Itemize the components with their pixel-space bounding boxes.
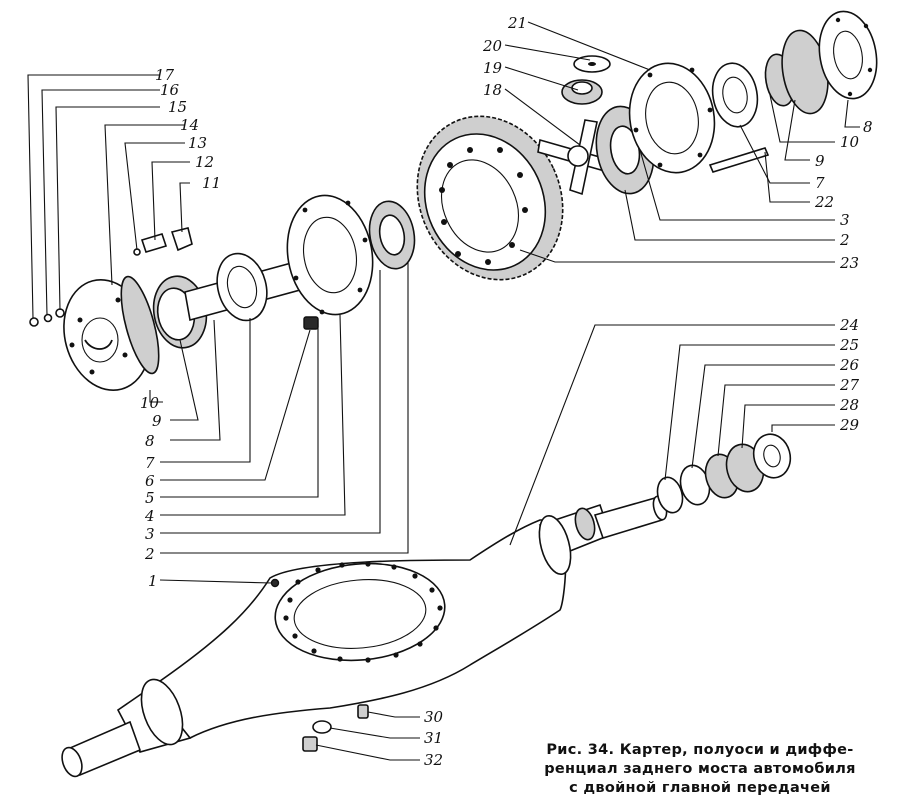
caption-line-2: ренциал заднего моста автомобиля <box>544 761 856 777</box>
callout-21: 21 <box>507 14 527 32</box>
callout-6: 6 <box>145 472 155 490</box>
callout-10-left: 10 <box>140 394 160 412</box>
callout-31: 31 <box>424 729 443 747</box>
left-pinion-gear <box>368 200 416 270</box>
left-flange <box>140 678 184 746</box>
pinion-satellite <box>561 79 603 105</box>
banjo-opening <box>293 579 427 649</box>
callout-27: 27 <box>839 376 860 394</box>
callout-9-right: 9 <box>815 152 825 170</box>
caption-line-1: Рис. 34. Картер, полуоси и диффе- <box>546 742 854 758</box>
spring-washer <box>55 308 65 318</box>
callout-24: 24 <box>839 316 859 334</box>
callout-18: 18 <box>483 81 502 99</box>
callout-7-right: 7 <box>815 174 825 192</box>
callout-11: 11 <box>202 174 221 192</box>
breather-fitting <box>357 704 369 719</box>
callout-2-left: 2 <box>144 545 155 563</box>
callout-numbers: 17 16 15 14 13 12 11 10 9 8 7 6 5 4 3 2 … <box>140 14 873 769</box>
nut <box>29 317 39 327</box>
callout-17: 17 <box>155 66 175 84</box>
leader-lines <box>27 21 860 761</box>
callout-25: 25 <box>839 336 859 354</box>
small-fitting <box>303 316 319 330</box>
right-bearing <box>711 62 759 128</box>
callout-32: 32 <box>424 751 443 769</box>
callout-7-left: 7 <box>145 454 155 472</box>
callout-13: 13 <box>188 134 207 152</box>
callout-3-right: 3 <box>840 211 850 229</box>
filler-plug <box>302 736 318 752</box>
callout-22: 22 <box>814 193 834 211</box>
callout-8-right: 8 <box>863 118 873 136</box>
callout-8-left: 8 <box>145 432 155 450</box>
left-diff-cup <box>63 275 160 391</box>
callout-28: 28 <box>839 396 859 414</box>
callout-5: 5 <box>145 489 155 507</box>
right-flange <box>538 514 572 576</box>
drain-plug <box>270 578 280 588</box>
callout-30: 30 <box>424 708 444 726</box>
callout-29: 29 <box>839 416 860 434</box>
callout-15: 15 <box>168 98 187 116</box>
callout-2-right: 2 <box>839 231 850 249</box>
plug-washer <box>312 720 332 734</box>
right-cover-flange <box>818 10 878 100</box>
callout-1: 1 <box>148 572 158 590</box>
callout-4: 4 <box>144 507 155 525</box>
callout-16: 16 <box>160 81 180 99</box>
hub-nut <box>752 433 792 479</box>
callout-23: 23 <box>839 254 859 272</box>
diff-case-half <box>628 62 716 174</box>
axle-housing <box>61 495 668 778</box>
callout-26: 26 <box>839 356 860 374</box>
washer <box>43 313 53 323</box>
caption-line-3: с двойной главной передачей <box>569 780 831 796</box>
banjo-bolt-holes <box>283 561 443 663</box>
callout-19: 19 <box>483 59 503 77</box>
case-bolt <box>708 147 770 173</box>
spider-cross <box>537 119 611 196</box>
lock-plate <box>140 233 168 253</box>
banjo-ring <box>274 562 446 662</box>
callout-14: 14 <box>180 116 199 134</box>
left-bearing <box>216 252 268 322</box>
callout-12: 12 <box>195 153 214 171</box>
callout-20: 20 <box>482 37 503 55</box>
callout-9-left: 9 <box>152 412 162 430</box>
left-flange-housing <box>286 194 374 316</box>
callout-3-left: 3 <box>145 525 155 543</box>
ring-gear <box>416 115 564 281</box>
figure-caption: Рис. 34. Картер, полуоси и диффе- ренциа… <box>530 741 870 798</box>
lock-washer <box>170 227 193 252</box>
callout-10-right: 10 <box>840 133 860 151</box>
